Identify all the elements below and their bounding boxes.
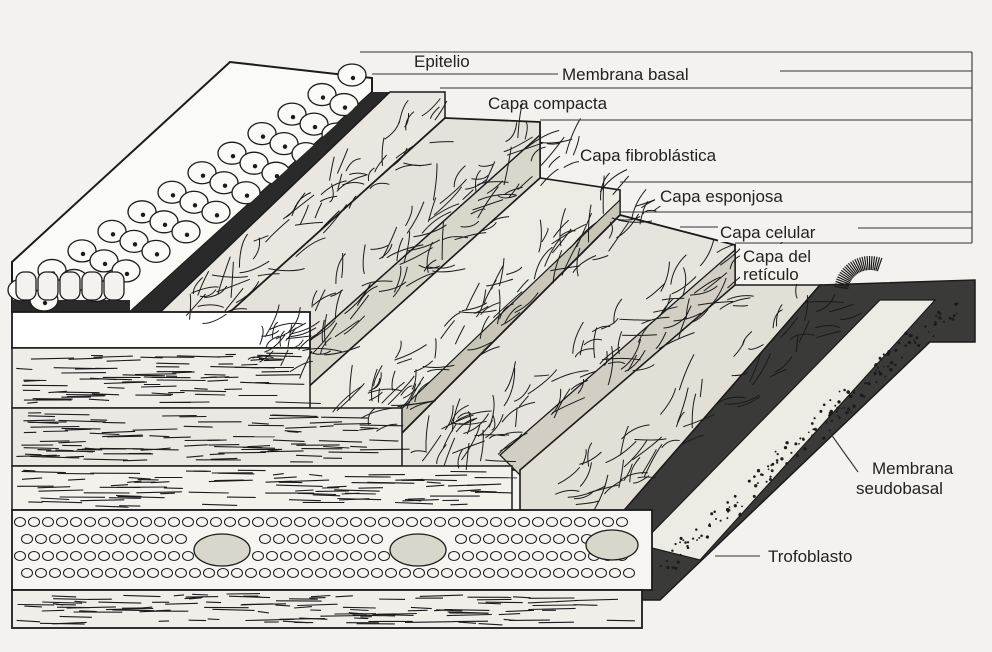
label-capa-fibroblastica: Capa fibroblástica (580, 146, 717, 165)
label-epitelio: Epitelio (414, 52, 470, 71)
label-capa-del: Capa del (743, 247, 811, 266)
tissue-block (8, 62, 975, 628)
label-capa-celular: Capa celular (720, 223, 816, 242)
label-trofoblasto: Trofoblasto (768, 547, 852, 566)
label-capa-compacta: Capa compacta (488, 94, 608, 113)
label-reticulo: retículo (743, 265, 799, 284)
label-capa-esponjosa: Capa esponjosa (660, 187, 783, 206)
label-membrana-basal: Membrana basal (562, 65, 689, 84)
label-membrana: Membrana (872, 459, 954, 478)
label-seudobasal: seudobasal (856, 479, 943, 498)
